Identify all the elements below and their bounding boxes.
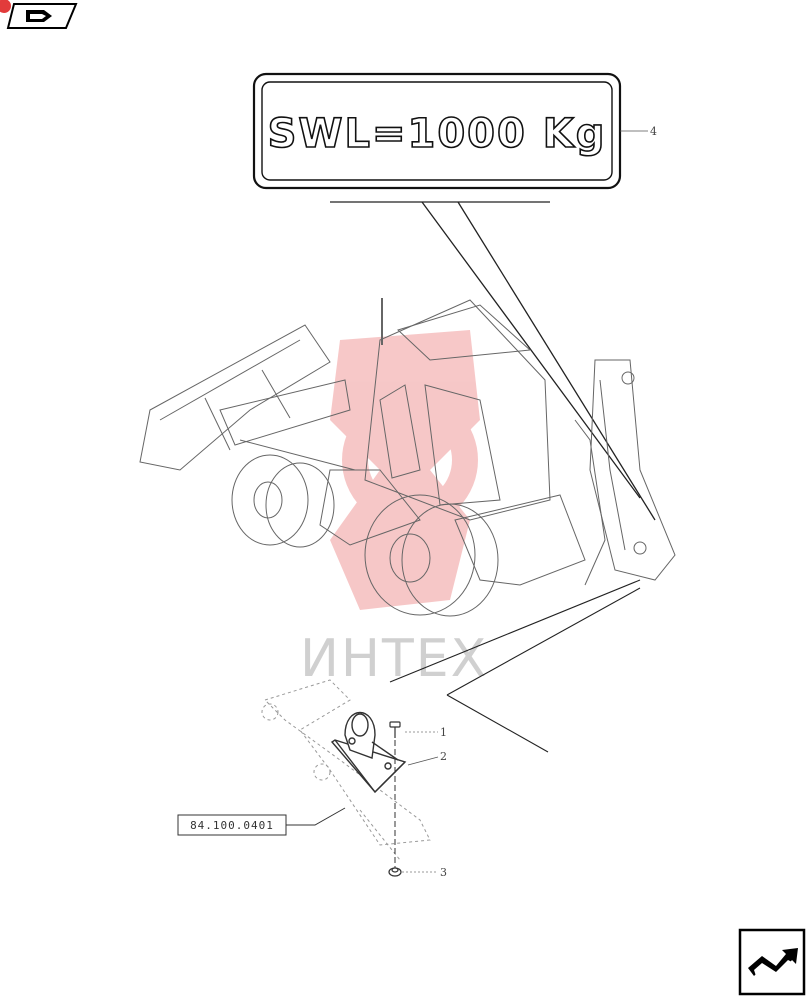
- next-page-icon[interactable]: [738, 928, 806, 996]
- next-page-arrow-icon: [738, 928, 806, 996]
- backhoe-loader-drawing: [139, 298, 676, 617]
- swl-plate[interactable]: SWL=1000 Kg: [252, 72, 622, 190]
- nut-part[interactable]: [388, 867, 402, 877]
- watermark-logo: [330, 330, 480, 610]
- reference-code: 84.100.0401: [190, 819, 274, 832]
- reference-box[interactable]: 84.100.0401: [177, 814, 287, 836]
- ghost-arm-drawing: [261, 679, 431, 861]
- lifting-eye-bracket[interactable]: [330, 711, 407, 794]
- prev-page-arrow-icon: [0, 0, 78, 29]
- callout-4: 4: [650, 125, 657, 138]
- callout-1: 1: [440, 726, 447, 739]
- plate-text: SWL=1000 Kg: [268, 111, 607, 157]
- watermark-text: ИНТЕХ: [300, 629, 488, 689]
- callout-3: 3: [440, 866, 447, 879]
- prev-page-icon[interactable]: [0, 0, 82, 34]
- callout-2: 2: [440, 750, 447, 763]
- bolt-part[interactable]: [389, 721, 401, 738]
